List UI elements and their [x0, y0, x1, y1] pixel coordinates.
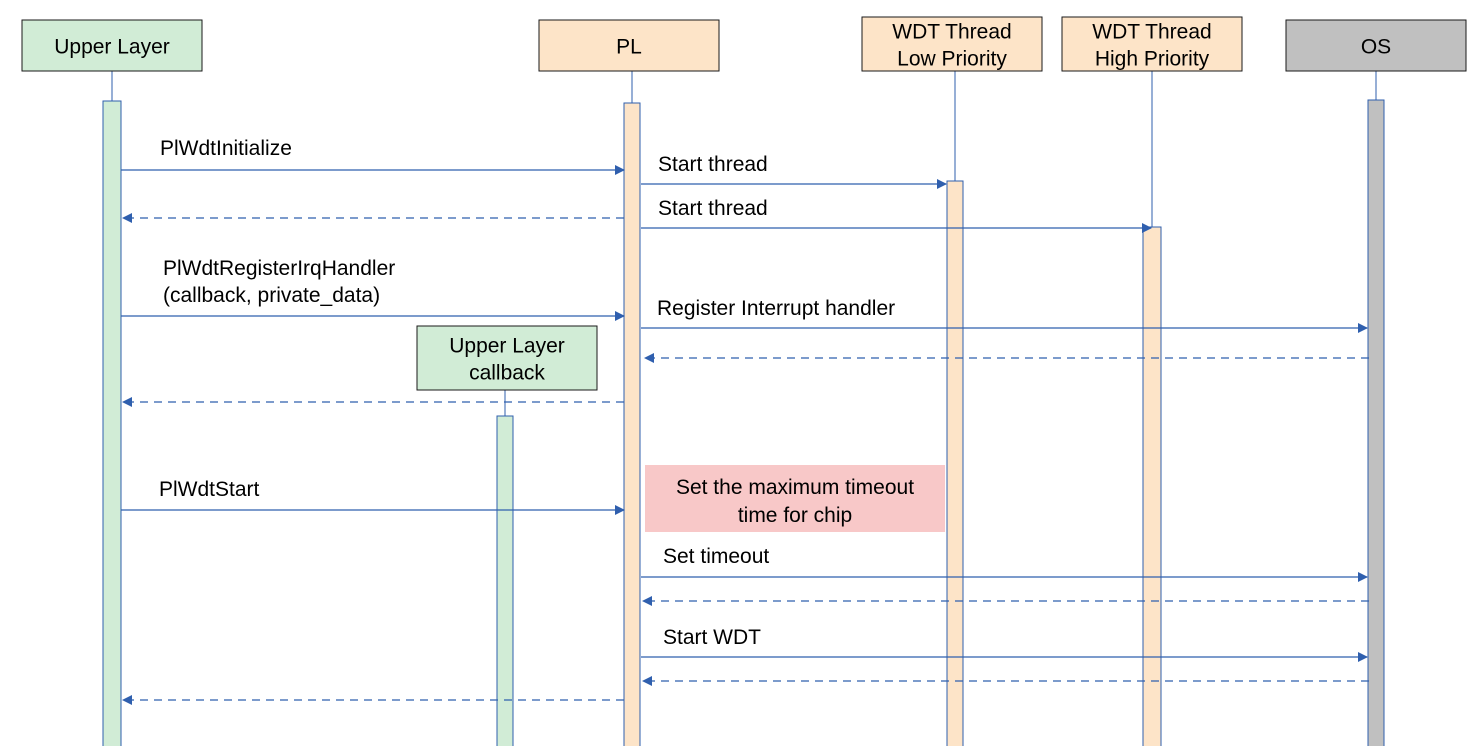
message-start-thread-high: Start thread	[641, 197, 1152, 233]
message-label: (callback, private_data)	[163, 284, 380, 307]
pl-box	[538, 19, 720, 72]
wdt-low-box	[861, 16, 1043, 72]
message-start-thread-low: Start thread	[641, 153, 947, 189]
participant-label: Upper Layer	[54, 36, 170, 59]
note: Set the maximum timeout time for chip	[645, 465, 945, 532]
message-label: Set timeout	[663, 545, 769, 568]
message-pl-wdt-start: PlWdtStart	[121, 478, 625, 515]
message-label: PlWdtRegisterIrqHandler	[163, 257, 395, 280]
participant-label: Upper Layer	[449, 335, 565, 358]
message-label: Register Interrupt handler	[657, 297, 895, 320]
message-start-wdt: Start WDT	[641, 626, 1368, 662]
upper-layer-participant: Upper Layer	[21, 19, 203, 72]
message-label: Start thread	[658, 153, 768, 176]
upper-layer-box	[21, 19, 203, 72]
participant-label: callback	[469, 362, 545, 385]
pl-participant: PL	[538, 19, 720, 72]
message-register-interrupt-handler: Register Interrupt handler	[641, 297, 1368, 333]
message-pl-wdt-initialize: PlWdtInitialize	[121, 137, 625, 175]
message-label: Start thread	[658, 197, 768, 220]
callback-box	[416, 325, 598, 391]
wdt-low-activation-bar	[946, 180, 964, 746]
os-participant: OS	[1285, 19, 1467, 72]
os-activation-bar	[1367, 99, 1385, 746]
participant-label: Low Priority	[897, 48, 1007, 71]
message-pl-wdt-register-irq-handler: PlWdtRegisterIrqHandler (callback, privat…	[121, 257, 625, 321]
upper-layer-activation-bar	[102, 100, 122, 746]
participant-label: WDT Thread	[1092, 21, 1211, 44]
message-set-timeout: Set timeout	[641, 545, 1368, 582]
note-label: Set the maximum timeout	[676, 476, 914, 499]
callback-participant: Upper Layer callback	[416, 325, 598, 391]
message-label: PlWdtStart	[159, 478, 260, 501]
note-label: time for chip	[738, 504, 852, 527]
message-label: Start WDT	[663, 626, 761, 649]
os-box	[1285, 19, 1467, 72]
wdt-high-activation-bar	[1142, 226, 1162, 746]
participant-label: WDT Thread	[892, 21, 1011, 44]
wdt-high-box	[1061, 16, 1243, 72]
callback-activation-bar	[496, 415, 514, 746]
note-box	[645, 465, 945, 532]
participant-label: High Priority	[1095, 48, 1210, 71]
participant-label: OS	[1361, 36, 1391, 59]
message-label: PlWdtInitialize	[160, 137, 292, 160]
participant-label: PL	[616, 36, 642, 59]
pl-activation-bar	[623, 102, 641, 746]
